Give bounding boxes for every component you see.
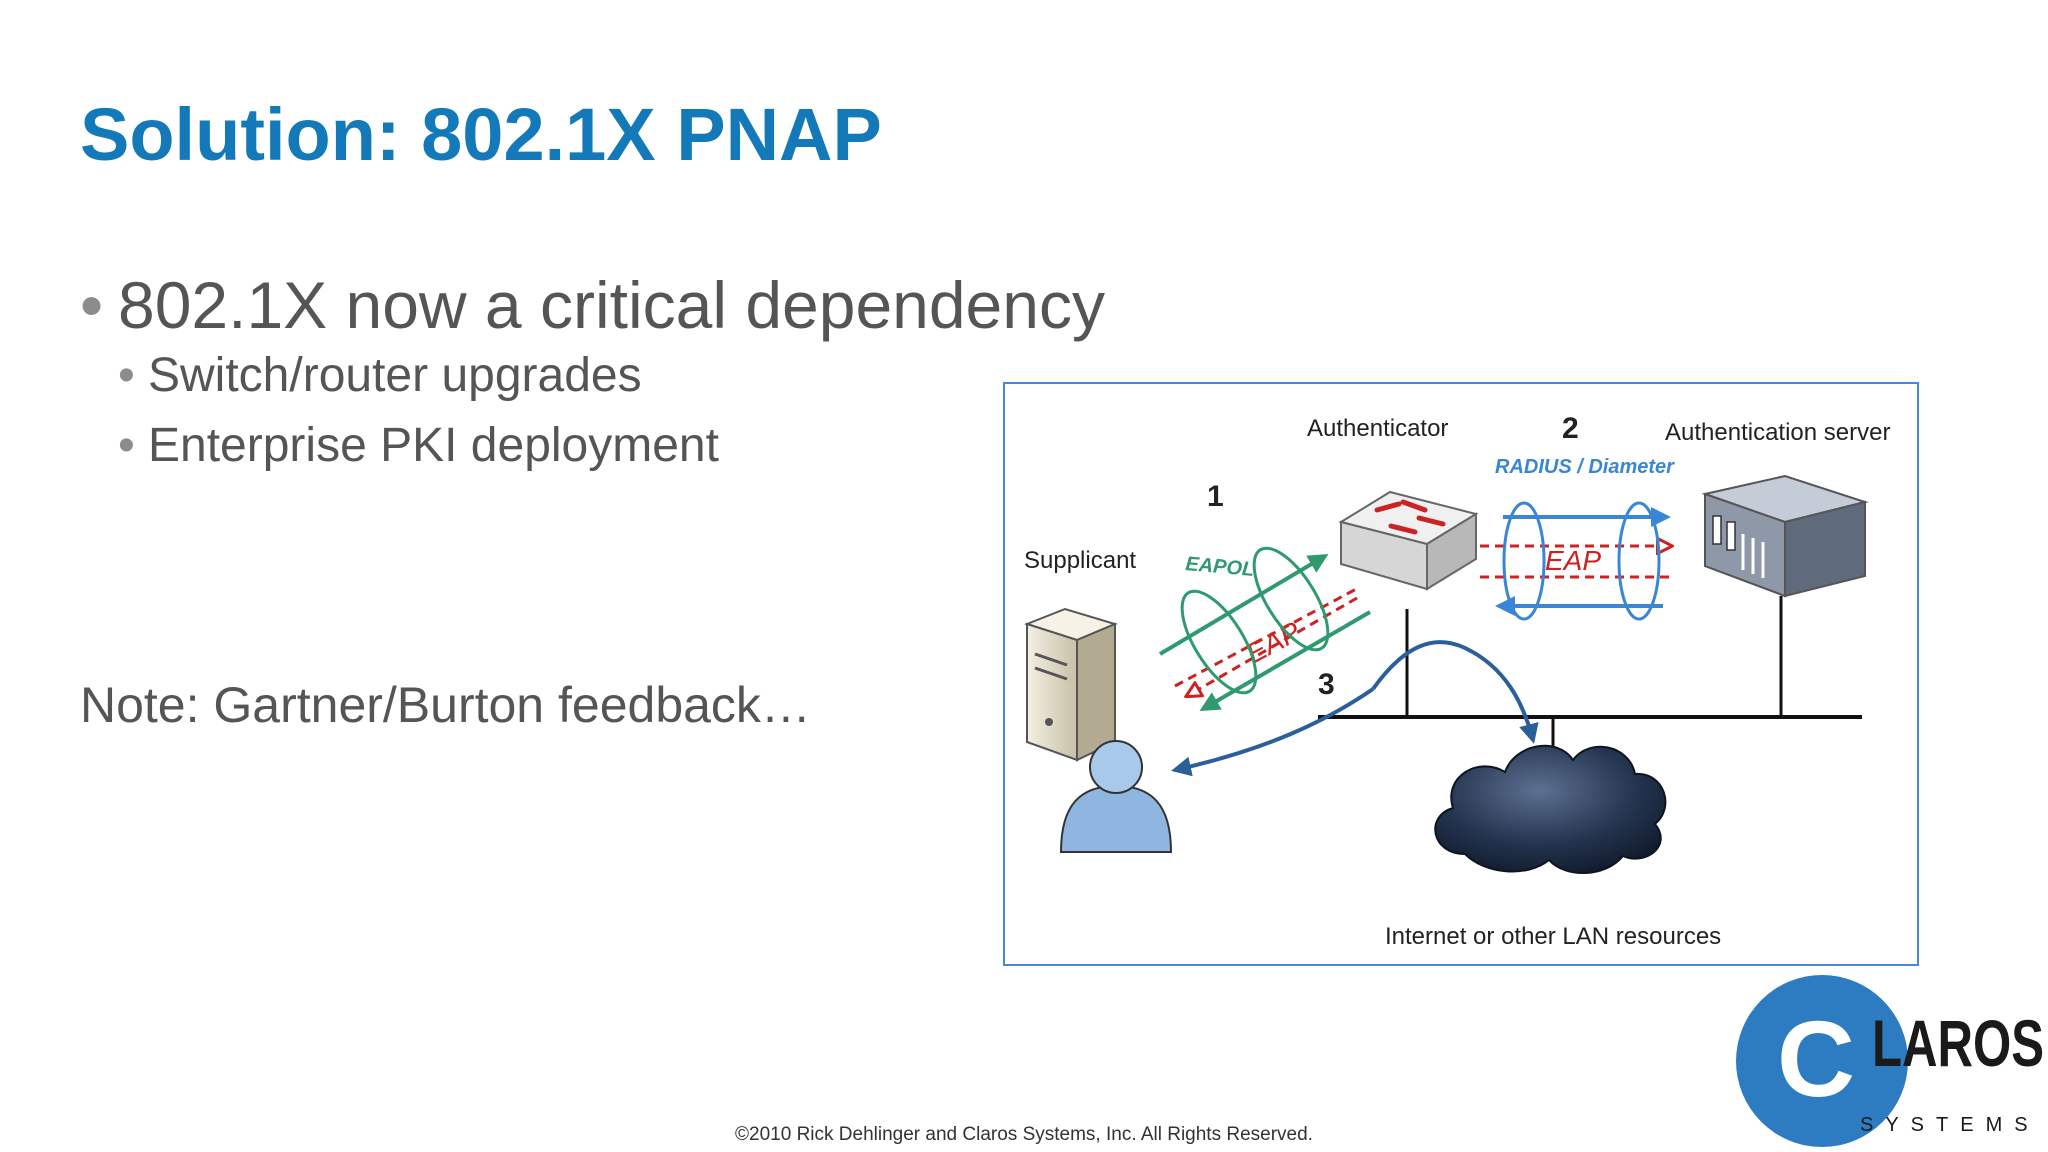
radius-diameter-label: RADIUS / Diameter (1495, 456, 1675, 478)
network-diagram: Authenticator Authentication server Supp… (1003, 382, 1919, 966)
logo-wordmark: LAROS (1872, 1006, 2044, 1080)
eapol-label: EAPOL (1185, 553, 1256, 581)
supplicant-computer-icon (1024, 607, 1118, 762)
internet-cloud-icon (1434, 744, 1667, 874)
sub-bullet-text: Switch/router upgrades (148, 349, 642, 402)
claros-systems-logo: C LAROS SYSTEMS (1736, 975, 2044, 1147)
sub-bullet-text: Enterprise PKI deployment (148, 419, 719, 472)
bullet-dot: • (118, 349, 135, 402)
eapol-arrow-to-supplicant (1199, 610, 1372, 712)
note-text: Note: Gartner/Burton feedback… (80, 677, 811, 733)
diagram-canvas: Authenticator Authentication server Supp… (1024, 412, 1890, 950)
access-path-to-supplicant (1171, 687, 1375, 777)
step-1-number: 1 (1207, 480, 1224, 513)
eap-dashed-line-left-upper (1174, 585, 1361, 688)
logo-circle (1736, 975, 1908, 1147)
logo-letter: C (1777, 998, 1855, 1119)
eapol-ring-right (1252, 546, 1330, 652)
supplicant-label: Supplicant (1024, 547, 1136, 574)
eap-dashed-arrow-to-supplicant (1187, 596, 1358, 696)
step-3-number: 3 (1318, 668, 1335, 701)
radius-ring-right (1617, 501, 1661, 621)
auth-server-label: Authentication server (1665, 419, 1890, 446)
sub-bullet-enterprise-pki: •Enterprise PKI deployment (118, 422, 719, 470)
access-path-to-resources (1371, 640, 1539, 744)
resources-label: Internet or other LAN resources (1385, 923, 1721, 950)
logo-tagline: SYSTEMS (1860, 1114, 2040, 1136)
slide-title: Solution: 802.1X PNAP (80, 93, 882, 176)
bullet-critical-dependency: •802.1X now a critical dependency (80, 272, 1105, 338)
copyright-footer: ©2010 Rick Dehlinger and Claros Systems,… (735, 1124, 1313, 1145)
authenticator-label: Authenticator (1307, 415, 1448, 442)
bullet-dot: • (118, 419, 135, 472)
eap-label-right: EAP (1545, 545, 1601, 576)
authentication-server-icon (1701, 474, 1869, 598)
sub-bullet-switch-router: •Switch/router upgrades (118, 352, 642, 400)
bullet-text: 802.1X now a critical dependency (118, 268, 1105, 342)
eapol-ring-left (1180, 589, 1258, 695)
bullet-dot: • (80, 268, 104, 342)
user-person-icon (1059, 740, 1173, 853)
step-2-number: 2 (1562, 412, 1579, 445)
eapol-arrow-to-authenticator (1158, 553, 1329, 656)
switch-icon (1338, 490, 1479, 591)
radius-ring-left (1502, 501, 1546, 621)
